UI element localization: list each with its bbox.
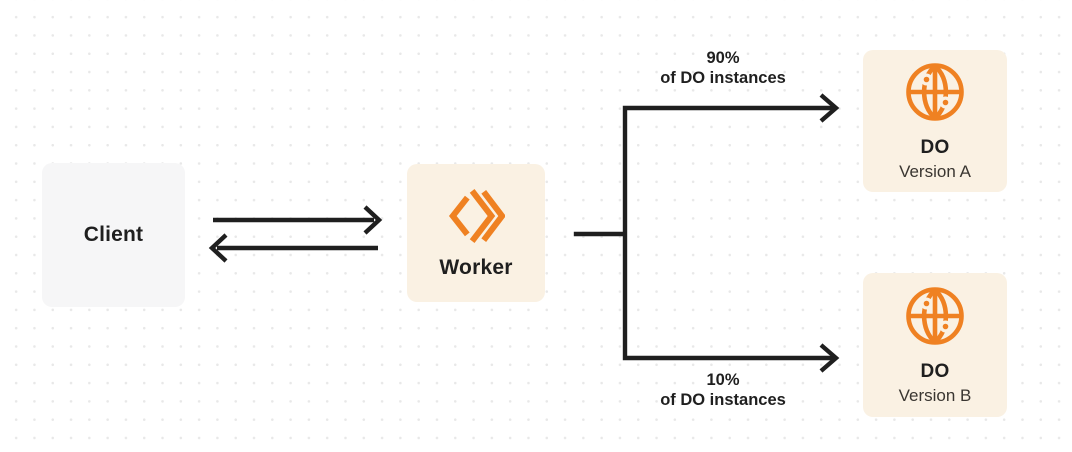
- globe-icon: [906, 287, 964, 345]
- arrowhead-to-do-a: [819, 93, 840, 123]
- arrowhead-to-do-b: [819, 343, 840, 373]
- do-b-subtitle: Version B: [898, 386, 972, 405]
- edge-label-do-b: 10% of DO instances: [613, 371, 833, 410]
- edge-caption-do-b: of DO instances: [660, 390, 786, 409]
- edge-percent-do-b: 10%: [706, 371, 740, 389]
- do-a-title: DO: [920, 137, 950, 158]
- worker-label: Worker: [439, 255, 513, 279]
- workers-chevron-icon: [448, 188, 505, 243]
- do-b-title: DO: [920, 361, 950, 382]
- do-version-b-node: DO Version B: [863, 273, 1007, 417]
- client-label: Client: [83, 223, 144, 246]
- worker-node: Worker: [407, 164, 545, 302]
- do-a-subtitle: Version A: [899, 162, 971, 181]
- globe-icon: [906, 63, 964, 121]
- client-node: Client: [42, 163, 185, 307]
- edge-label-do-a: 90% of DO instances: [613, 49, 833, 88]
- client-to-worker-arrow: [213, 205, 383, 235]
- edge-percent-do-a: 90%: [706, 49, 740, 67]
- edge-caption-do-a: of DO instances: [660, 68, 786, 87]
- worker-split-connector: [573, 93, 840, 373]
- do-version-a-node: DO Version A: [863, 50, 1007, 192]
- worker-to-client-arrow: [208, 233, 378, 263]
